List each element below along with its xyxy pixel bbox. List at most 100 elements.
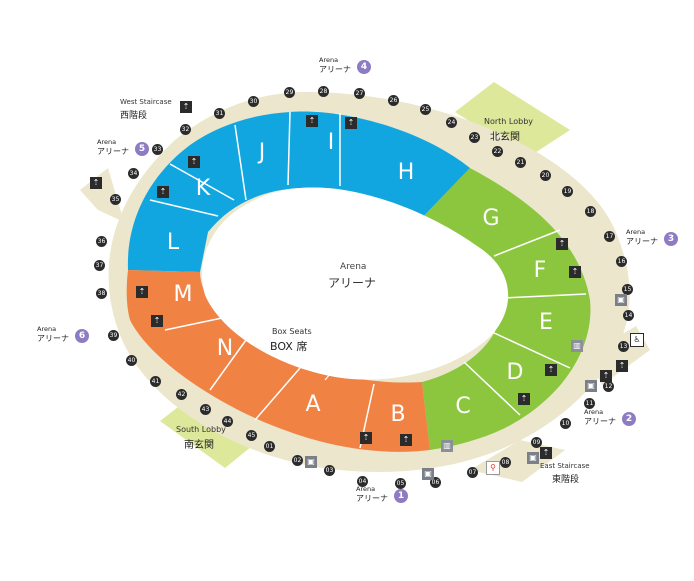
gate-number-13: 13: [618, 341, 629, 352]
gate-number-23: 23: [469, 132, 480, 143]
arena-entrance-callout-2[interactable]: Arena アリーナ 2: [580, 408, 650, 432]
section-label-g[interactable]: G: [482, 206, 500, 231]
arena-center-label-jp: アリーナ: [328, 276, 377, 290]
arena-floor: [201, 187, 509, 380]
stairs-icon: ⇡: [136, 286, 148, 298]
stairs-icon: ⇡: [306, 115, 318, 127]
west-staircase-label-jp: 西階段: [120, 111, 148, 121]
section-label-d[interactable]: D: [506, 360, 524, 385]
south-lobby-label-en: South Lobby: [176, 425, 226, 434]
gate-number-43: 43: [200, 404, 211, 415]
stairs-icon: ⇡: [569, 266, 581, 278]
section-dividers: [149, 111, 587, 449]
seat-bowl-orange: [126, 270, 431, 452]
callout-5-number-badge: 5: [135, 142, 149, 156]
gate-number-08: 08: [500, 457, 511, 468]
gate-number-05: 05: [395, 478, 406, 489]
gate-number-17: 17: [604, 231, 615, 242]
elevator-icon: ▥: [441, 440, 453, 452]
gate-number-02: 02: [292, 455, 303, 466]
stairs-icon: ⇡: [151, 315, 163, 327]
section-label-h[interactable]: H: [397, 160, 415, 185]
section-label-k[interactable]: K: [195, 176, 211, 201]
gate-number-31: 31: [214, 108, 225, 119]
east-staircase-label-en: East Staircase: [540, 462, 590, 470]
stairs-icon: ⇡: [616, 360, 628, 372]
gate-number-45: 45: [246, 430, 257, 441]
callout-2-jp: アリーナ: [584, 417, 616, 426]
arena-center-label-en: Arena: [340, 262, 367, 272]
callout-1-en: Arena: [356, 485, 376, 493]
west-staircase-label-en: West Staircase: [120, 98, 172, 106]
stairs-icon: ⇡: [180, 101, 192, 113]
callout-2-number-badge: 2: [622, 412, 636, 426]
callout-6-en: Arena: [37, 325, 57, 333]
stairs-icon: ⇡: [540, 447, 552, 459]
gate-number-09: 09: [531, 437, 542, 448]
section-label-f[interactable]: F: [533, 258, 547, 283]
arena-entrance-callout-3[interactable]: Arena アリーナ 3: [622, 228, 692, 252]
gate-number-12: 12: [603, 381, 614, 392]
gate-number-24: 24: [446, 117, 457, 128]
section-label-l[interactable]: L: [166, 230, 180, 255]
arena-entrance-callout-5[interactable]: Arena アリーナ 5: [93, 138, 163, 162]
gate-number-10: 10: [560, 418, 571, 429]
gate-number-07: 07: [467, 467, 478, 478]
gate-number-04: 04: [357, 476, 368, 487]
gate-number-41: 41: [150, 376, 161, 387]
box-seats-label-en: Box Seats: [272, 327, 312, 336]
north-lobby-area: [455, 82, 570, 158]
gate-number-35: 35: [110, 194, 121, 205]
section-label-e[interactable]: E: [539, 310, 553, 335]
callout-5-jp: アリーナ: [97, 147, 129, 156]
elevator-icon: ▥: [571, 340, 583, 352]
stairs-icon: ⇡: [188, 156, 200, 168]
box-seats-outline: [235, 319, 336, 381]
gate-number-44: 44: [222, 416, 233, 427]
stairs-icon: ⇡: [545, 364, 557, 376]
restroom-icon: ⚲: [486, 461, 500, 475]
section-label-j[interactable]: J: [258, 140, 266, 165]
gate-number-28: 28: [318, 86, 329, 97]
callout-3-jp: アリーナ: [626, 237, 658, 246]
gate-number-30: 30: [248, 96, 259, 107]
section-label-a[interactable]: A: [305, 392, 321, 417]
section-label-c[interactable]: C: [455, 394, 471, 419]
arena-entrance-callout-6[interactable]: Arena アリーナ 6: [33, 325, 103, 349]
section-label-m[interactable]: M: [173, 282, 193, 307]
toilet-icon: ▣: [615, 294, 627, 306]
callout-5-en: Arena: [97, 138, 117, 146]
gate-number-25: 25: [420, 104, 431, 115]
north-lobby-label-en: North Lobby: [484, 117, 534, 126]
arena-entrance-callout-4[interactable]: Arena アリーナ 4: [315, 56, 385, 80]
gate-number-37: 37: [94, 260, 105, 271]
gate-number-39: 39: [108, 330, 119, 341]
gate-number-01: 01: [264, 441, 275, 452]
callout-4-number-badge: 4: [357, 60, 371, 74]
callout-4-en: Arena: [319, 56, 339, 64]
gate-number-22: 22: [492, 146, 503, 157]
gate-number-34: 34: [128, 168, 139, 179]
stairs-icon: ⇡: [518, 393, 530, 405]
gate-number-26: 26: [388, 95, 399, 106]
gate-number-40: 40: [126, 355, 137, 366]
gate-number-03: 03: [324, 465, 335, 476]
arena-entrance-callout-1[interactable]: Arena アリーナ 1: [352, 485, 422, 509]
callout-2-en: Arena: [584, 408, 604, 416]
gate-number-15: 15: [622, 284, 633, 295]
gate-number-38: 38: [96, 288, 107, 299]
wheelchair-icon: ♿: [630, 333, 644, 347]
gate-number-16: 16: [616, 256, 627, 267]
toilet-icon: ▣: [527, 452, 539, 464]
stairs-icon: ⇡: [600, 370, 612, 382]
section-label-n[interactable]: N: [216, 336, 234, 361]
section-label-i[interactable]: I: [327, 130, 335, 155]
gate-number-32: 32: [180, 124, 191, 135]
gate-number-14: 14: [623, 310, 634, 321]
gate-number-20: 20: [540, 170, 551, 181]
callout-6-number-badge: 6: [75, 329, 89, 343]
callout-1-number-badge: 1: [394, 489, 408, 503]
north-lobby-label-jp: 北玄関: [490, 132, 520, 143]
section-label-b[interactable]: B: [390, 402, 406, 427]
stairs-icon: ⇡: [345, 117, 357, 129]
